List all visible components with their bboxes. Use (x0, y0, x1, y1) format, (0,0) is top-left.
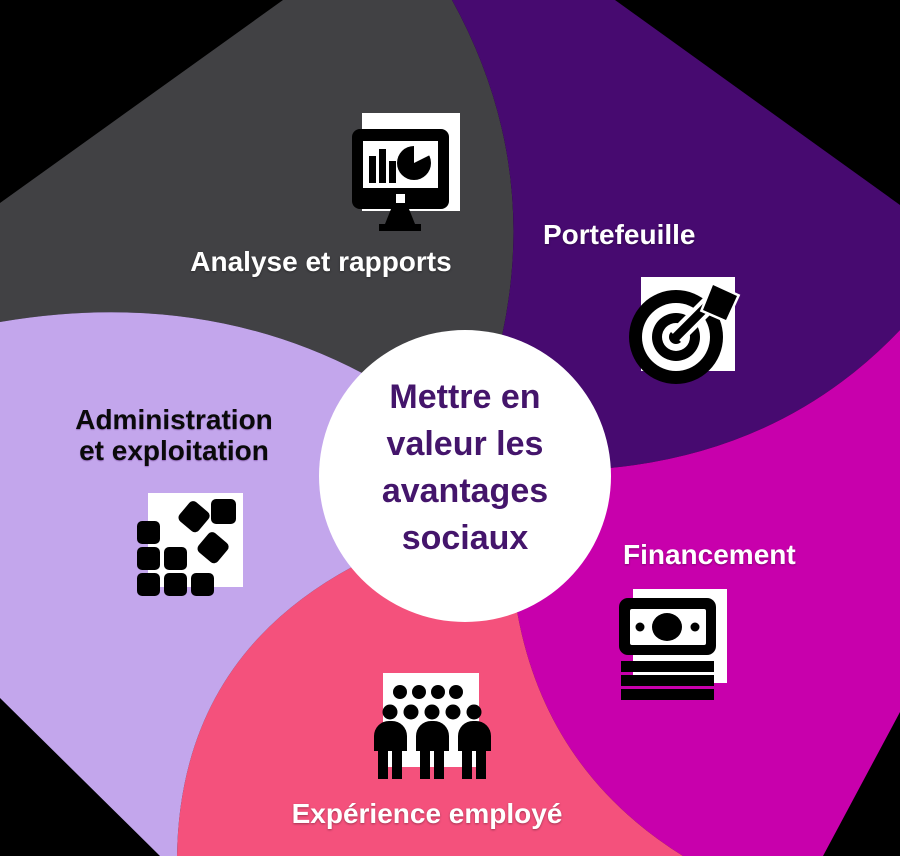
people-group-icon (374, 673, 491, 779)
money-stack-icon (619, 589, 727, 700)
center-title-line-3: avantages (381, 472, 549, 510)
administration-line-1: Administration (75, 404, 273, 435)
segment-label-experience: Expérience employé (291, 798, 563, 829)
segment-label-portefeuille: Portefeuille (543, 219, 696, 250)
center-title: Mettre en valeur les avantages sociaux (325, 374, 605, 562)
monitor-stand (385, 209, 415, 224)
target-dart-icon (629, 277, 741, 384)
bill-stack (621, 661, 714, 672)
monitor-chart-icon (352, 113, 460, 231)
segment-label-analyse: Analyse et rapports (190, 246, 452, 277)
center-title-line-1: Mettre en (389, 378, 541, 416)
person-figure (416, 721, 449, 779)
administration-line-2: et exploitation (79, 435, 269, 466)
blocks-icon (137, 493, 243, 596)
center-title-line-2: valeur les (386, 425, 544, 463)
petal-portefeuille (452, 0, 900, 468)
person-figure (374, 721, 407, 779)
person-figure (458, 721, 491, 779)
center-title-line-4: sociaux (401, 519, 529, 557)
center-circle (319, 330, 611, 622)
segment-label-administration: Administration et exploitation (24, 404, 324, 466)
petal-analyse (0, 0, 514, 373)
segment-label-financement: Financement (623, 539, 796, 570)
